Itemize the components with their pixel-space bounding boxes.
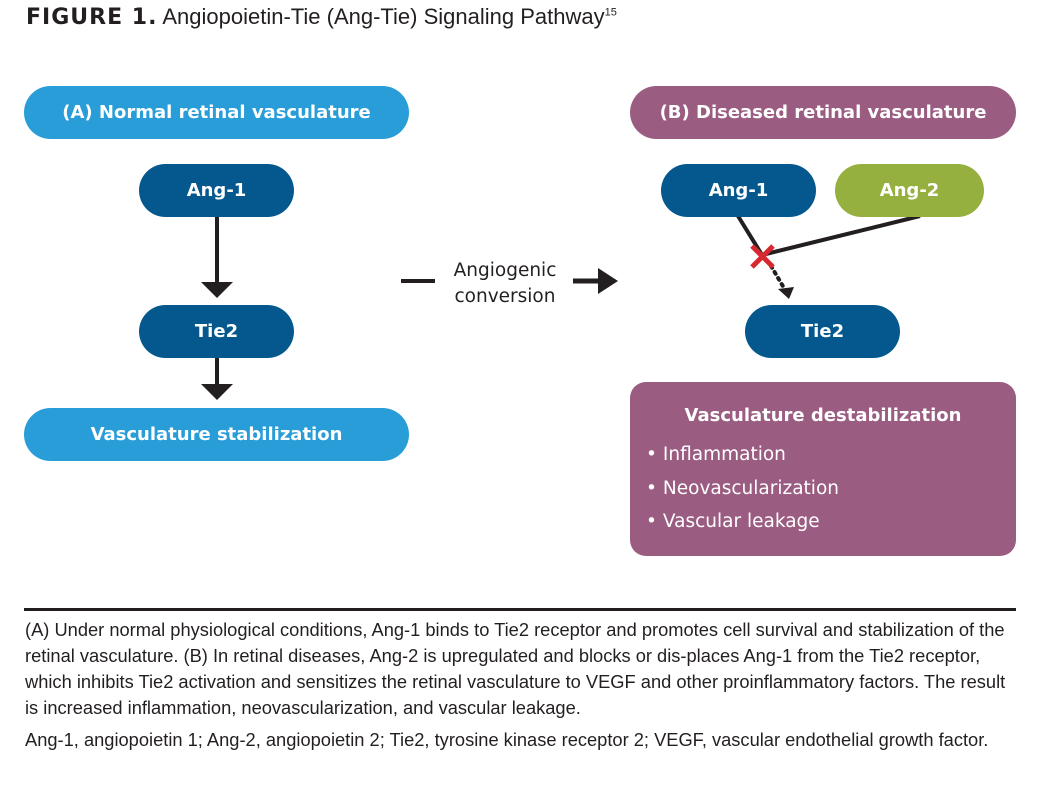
figure-title: FIGURE 1. Angiopoietin-Tie (Ang-Tie) Sig… bbox=[26, 4, 617, 30]
panel-b-node-ang1: Ang-1 bbox=[661, 164, 816, 217]
figure-reference: 15 bbox=[604, 6, 617, 19]
caption-description: (A) Under normal physiological condition… bbox=[25, 619, 1006, 718]
dotted-arrowhead bbox=[778, 287, 794, 299]
caption-divider bbox=[24, 608, 1016, 611]
panel-b-outcome-list: Inflammation Neovascularization Vascular… bbox=[646, 438, 1016, 539]
panel-a-outcome: Vasculature stabilization bbox=[24, 408, 409, 461]
dotted-inhibited-binding bbox=[769, 264, 786, 290]
panel-a-header: (A) Normal retinal vasculature bbox=[24, 86, 409, 139]
connector-layer bbox=[201, 214, 921, 400]
outcome-item-inflammation: Inflammation bbox=[646, 438, 1016, 472]
caption-abbreviations: Ang-1, angiopoietin 1; Ang-2, angiopoiet… bbox=[25, 729, 989, 750]
figure-title-text: Angiopoietin-Tie (Ang-Tie) Signaling Pat… bbox=[162, 4, 605, 29]
outcome-item-neovascularization: Neovascularization bbox=[646, 472, 1016, 506]
transition-label-line2: conversion bbox=[454, 286, 556, 307]
arrow-ang1-to-tie2 bbox=[201, 216, 233, 298]
outcome-item-vascular-leakage: Vascular leakage bbox=[646, 505, 1016, 539]
transition-label-line1: Angiogenic bbox=[453, 260, 557, 281]
panel-b-node-tie2: Tie2 bbox=[745, 305, 900, 358]
transition-arrow-right bbox=[573, 268, 618, 294]
panel-b-outcome-box: Vasculature destabilization Inflammation… bbox=[630, 382, 1016, 556]
arrow-tie2-to-stabilization bbox=[201, 357, 233, 400]
block-x-icon bbox=[750, 244, 775, 269]
panel-b-header: (B) Diseased retinal vasculature bbox=[630, 86, 1016, 139]
panel-b-node-ang2: Ang-2 bbox=[835, 164, 984, 217]
transition-label: Angiogenic conversion bbox=[440, 258, 570, 310]
line-ang2-to-block bbox=[765, 214, 921, 256]
panel-a-node-tie2: Tie2 bbox=[139, 305, 294, 358]
figure-caption: (A) Under normal physiological condition… bbox=[25, 617, 1020, 753]
figure-label: FIGURE 1. bbox=[26, 5, 158, 30]
panel-a-node-ang1: Ang-1 bbox=[139, 164, 294, 217]
panel-b-outcome-title: Vasculature destabilization bbox=[684, 405, 962, 426]
